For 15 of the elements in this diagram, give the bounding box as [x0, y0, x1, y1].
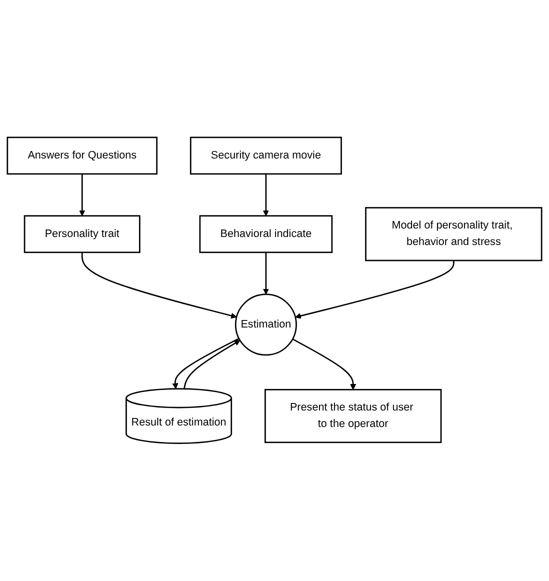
node-box: Behavioral indicate: [199, 215, 333, 254]
arrow: [184, 340, 240, 390]
arrow: [262, 174, 269, 216]
arrow: [172, 338, 240, 390]
arrow: [79, 174, 86, 216]
arrow: [262, 252, 269, 295]
node-box: Present the status of user to the operator: [264, 389, 442, 444]
node-box: Personality trait: [24, 215, 140, 254]
arrow: [81, 252, 237, 319]
node-circle: Estimation: [234, 294, 297, 356]
arrow: [295, 260, 454, 319]
arrow: [292, 338, 356, 390]
node-box: Model of personality trait, behavior and stress: [365, 207, 542, 262]
node-box: Answers for Questions: [6, 136, 158, 175]
node-box: Security camera movie: [190, 136, 342, 175]
